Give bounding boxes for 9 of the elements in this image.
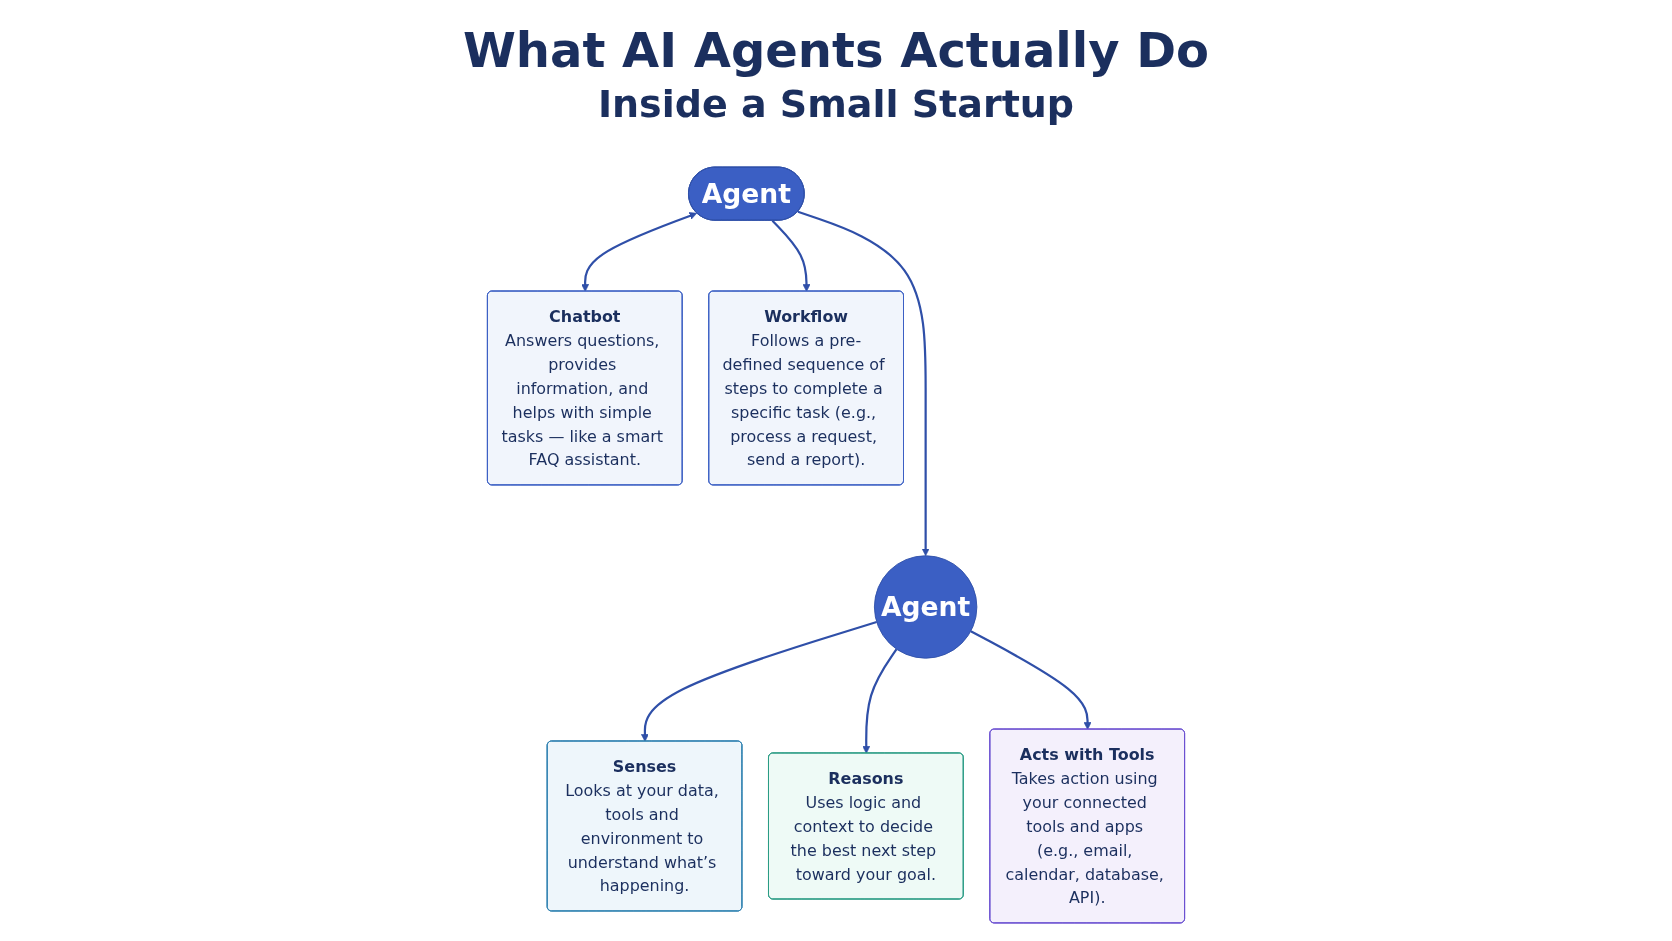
arrow [797,210,930,557]
arrow [581,212,698,292]
node-circle: Agent [873,555,978,659]
arrow [970,630,1092,730]
arrow [862,648,898,754]
subtitle: Inside a Small Startup [597,82,1075,126]
title: What AI Agents Actually Do [462,22,1210,78]
arrow [641,621,877,742]
arrow [771,219,811,292]
